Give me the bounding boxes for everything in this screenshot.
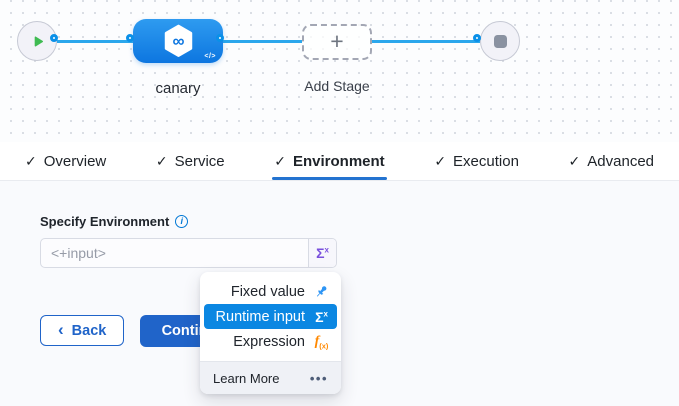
- menu-item-label: Fixed value: [230, 283, 305, 300]
- tab-environment[interactable]: ✓ Environment: [272, 142, 387, 180]
- menu-item-fixed-value[interactable]: Fixed value: [204, 279, 337, 304]
- environment-input[interactable]: [41, 239, 308, 267]
- learn-more-label: Learn More: [213, 370, 280, 386]
- pin-icon: [313, 284, 330, 299]
- check-icon: ✓: [155, 152, 168, 169]
- fx-icon: f(x): [314, 333, 329, 351]
- menu-item-expression[interactable]: Expression f(x): [204, 329, 337, 354]
- check-icon: ✓: [434, 152, 447, 169]
- stage-config-tabbar: ✓ Overview ✓ Service ✓ Environment ✓ Exe…: [0, 142, 679, 181]
- stage-name-label: canary: [155, 80, 201, 97]
- sigma-icon: Σx: [316, 245, 329, 261]
- connector-dot: [473, 34, 481, 42]
- learn-more-row[interactable]: Learn More •••: [200, 361, 341, 394]
- pipeline-start-node: [17, 21, 57, 61]
- menu-item-label: Expression: [233, 333, 305, 350]
- tab-label: Overview: [43, 152, 107, 170]
- plus-icon: +: [330, 27, 344, 54]
- tab-execution[interactable]: ✓ Execution: [434, 142, 519, 180]
- stage-node-canary[interactable]: ∞ </>: [133, 19, 223, 63]
- check-icon: ✓: [25, 152, 37, 169]
- tab-advanced[interactable]: ✓ Advanced: [569, 142, 654, 180]
- chevron-left-icon: ‹: [58, 320, 64, 339]
- svg-text:∞: ∞: [172, 31, 184, 50]
- add-stage-button[interactable]: +: [302, 24, 372, 60]
- back-button-label: Back: [71, 322, 107, 339]
- menu-item-runtime-input[interactable]: Runtime input Σx: [204, 304, 337, 329]
- pipeline-end-node: [480, 21, 520, 61]
- pipeline-edge: [372, 40, 480, 43]
- tab-label: Advanced: [587, 152, 654, 170]
- environment-tab-panel: Specify Environment i Σx ‹ Back Continue…: [0, 181, 679, 406]
- check-icon: ✓: [568, 152, 581, 169]
- tab-service[interactable]: ✓ Service: [156, 142, 225, 180]
- active-tab-underline: [272, 177, 387, 180]
- tab-label: Environment: [293, 152, 385, 170]
- connector-dot: [50, 34, 58, 42]
- pipeline-edge: [57, 40, 133, 43]
- input-type-dropdown: Fixed value Runtime input Σx Expression …: [200, 272, 341, 394]
- tab-label: Execution: [453, 152, 519, 170]
- runtime-input-toggle-button[interactable]: Σx: [308, 239, 336, 267]
- stop-icon: [493, 34, 507, 48]
- tab-overview[interactable]: ✓ Overview: [25, 142, 106, 180]
- pipeline-edge: [223, 40, 302, 43]
- code-icon: </>: [204, 53, 216, 60]
- check-icon: ✓: [274, 152, 286, 169]
- ellipsis-icon[interactable]: •••: [309, 370, 328, 386]
- connector-dot: [216, 34, 224, 42]
- info-icon[interactable]: i: [175, 215, 189, 228]
- deployment-hexagon-icon: ∞: [162, 24, 195, 59]
- input-type-options: Fixed value Runtime input Σx Expression …: [200, 272, 341, 359]
- back-button[interactable]: ‹ Back: [40, 315, 125, 346]
- add-stage-label: Add Stage: [304, 78, 370, 94]
- menu-item-label: Runtime input: [215, 308, 305, 325]
- tab-label: Service: [174, 152, 225, 170]
- connector-dot: [126, 34, 134, 42]
- pipeline-canvas: ∞ </> + canary Add Stage: [0, 0, 679, 142]
- field-label-text: Specify Environment: [40, 214, 170, 229]
- play-icon: [30, 34, 45, 49]
- environment-input-group: Σx: [40, 238, 337, 268]
- specify-environment-label: Specify Environment i: [40, 214, 189, 229]
- sigma-icon: Σx: [315, 308, 328, 325]
